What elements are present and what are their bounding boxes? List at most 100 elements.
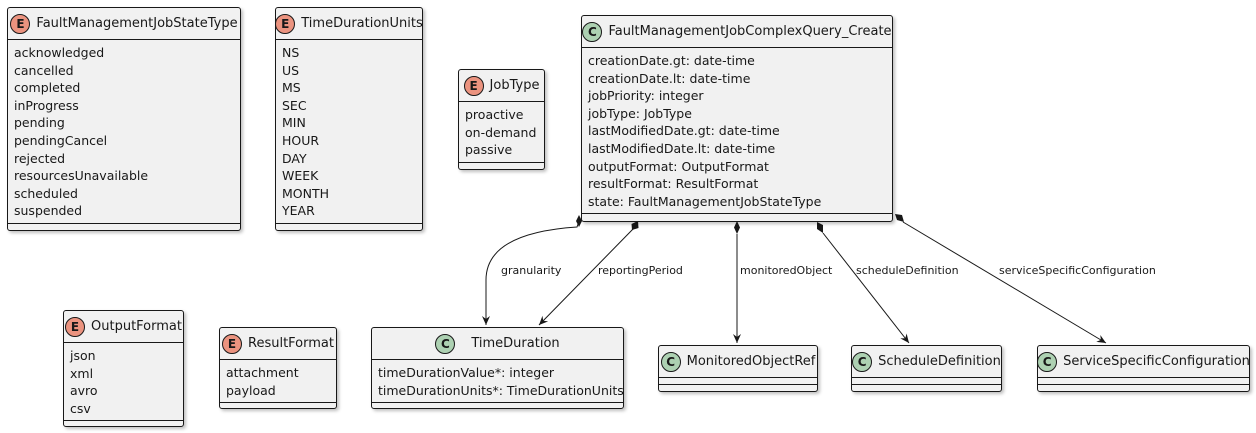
class-attribute: creationDate.gt: date-time bbox=[588, 53, 755, 68]
composition-diamond-icon bbox=[734, 221, 740, 234]
composition-diamond-icon bbox=[895, 214, 904, 222]
class-title: ScheduleDefinition bbox=[878, 354, 1001, 369]
class-attribute: outputFormat: OutputFormat bbox=[588, 158, 769, 174]
enum-value: WEEK bbox=[282, 168, 319, 184]
edge-label-reporting-period: reportingPeriod bbox=[598, 264, 683, 277]
enum-values: json xml avro csv bbox=[64, 343, 183, 422]
enum-header: E OutputFormat bbox=[64, 311, 183, 343]
class-attributes: creationDate.gt: date-time creationDate.… bbox=[582, 48, 892, 215]
enum-header: E TimeDurationUnits bbox=[275, 8, 423, 40]
enum-value: payload bbox=[226, 382, 276, 398]
class-attributes bbox=[852, 378, 1001, 385]
enum-badge-icon: E bbox=[10, 13, 31, 34]
class-fault-management-job-complex-query-create: C FaultManagementJobComplexQuery_Create … bbox=[581, 15, 893, 222]
enum-footer bbox=[8, 224, 240, 231]
class-monitored-object-ref: C MonitoredObjectRef bbox=[658, 345, 818, 392]
composition-diamond-icon bbox=[631, 221, 639, 230]
enum-value: pending bbox=[14, 115, 65, 131]
class-attribute: lastModifiedDate.lt: date-time bbox=[588, 140, 776, 156]
edge-granularity: granularity bbox=[482, 215, 582, 325]
enum-badge-icon: E bbox=[222, 333, 242, 354]
enum-footer bbox=[459, 163, 544, 170]
class-header: C MonitoredObjectRef bbox=[659, 346, 817, 378]
class-badge-icon: C bbox=[852, 351, 873, 372]
enum-value: avro bbox=[70, 383, 98, 399]
enum-values: NS US MS SEC MIN HOUR DAY WEEK MONTH YEA… bbox=[276, 40, 422, 224]
enum-value: scheduled bbox=[14, 185, 78, 201]
enum-footer bbox=[220, 403, 336, 410]
edge-label-granularity: granularity bbox=[501, 264, 562, 277]
enum-value: pendingCancel bbox=[14, 132, 108, 148]
class-title: ServiceSpecificConfiguration bbox=[1063, 354, 1250, 369]
enum-header: E FaultManagementJobStateType bbox=[8, 8, 240, 40]
class-footer bbox=[372, 403, 623, 410]
enum-value: csv bbox=[70, 400, 91, 416]
enum-badge-icon: E bbox=[65, 316, 86, 337]
composition-diamond-icon bbox=[817, 222, 823, 233]
class-attribute: lastModifiedDate.gt: date-time bbox=[588, 123, 780, 139]
edge-label-monitored-object: monitoredObject bbox=[740, 264, 833, 277]
class-footer bbox=[582, 214, 892, 221]
enum-header: E JobType bbox=[459, 70, 544, 102]
enum-result-format: E ResultFormat attachment payload bbox=[219, 327, 337, 409]
enum-output-format: E OutputFormat json xml avro csv bbox=[63, 310, 184, 427]
enum-title: FaultManagementJobStateType bbox=[36, 16, 238, 31]
edge-monitored-object: monitoredObject bbox=[733, 221, 833, 343]
enum-value: attachment bbox=[226, 365, 299, 380]
enum-value: SEC bbox=[282, 97, 307, 113]
enum-value: passive bbox=[465, 142, 513, 158]
enum-badge-icon: E bbox=[275, 13, 296, 34]
class-schedule-definition: C ScheduleDefinition bbox=[851, 345, 1002, 392]
class-footer bbox=[659, 385, 817, 391]
class-attribute: creationDate.lt: date-time bbox=[588, 70, 751, 86]
enum-value: proactive bbox=[465, 107, 524, 122]
class-header: C TimeDuration bbox=[372, 328, 623, 360]
enum-values: proactive on-demand passive bbox=[459, 102, 544, 163]
enum-value: NS bbox=[282, 45, 300, 60]
class-attribute: jobPriority: integer bbox=[588, 88, 704, 104]
enum-value: json bbox=[70, 348, 96, 363]
enum-value: MS bbox=[282, 80, 301, 96]
class-attribute: timeDurationUnits*: TimeDurationUnits bbox=[378, 382, 624, 398]
class-footer bbox=[1038, 385, 1249, 391]
enum-fault-management-job-state-type: E FaultManagementJobStateType acknowledg… bbox=[7, 7, 241, 231]
class-attributes bbox=[1038, 378, 1249, 385]
class-service-specific-configuration: C ServiceSpecificConfiguration bbox=[1037, 345, 1250, 392]
enum-values: acknowledged cancelled completed inProgr… bbox=[8, 40, 240, 224]
class-header: C FaultManagementJobComplexQuery_Create bbox=[582, 16, 892, 48]
enum-title: TimeDurationUnits bbox=[301, 16, 423, 31]
enum-value: acknowledged bbox=[14, 45, 105, 60]
enum-value: resourcesUnavailable bbox=[14, 168, 149, 184]
enum-value: MIN bbox=[282, 115, 306, 131]
enum-values: attachment payload bbox=[220, 360, 336, 404]
class-attribute: state: FaultManagementJobStateType bbox=[588, 193, 822, 209]
enum-badge-icon: E bbox=[463, 75, 484, 96]
enum-time-duration-units: E TimeDurationUnits NS US MS SEC MIN HOU… bbox=[275, 7, 423, 231]
composition-diamond-icon bbox=[576, 215, 582, 227]
edge-schedule-definition: scheduleDefinition bbox=[817, 222, 959, 344]
class-attribute: jobType: JobType bbox=[588, 105, 692, 121]
enum-job-type: E JobType proactive on-demand passive bbox=[458, 69, 545, 170]
enum-value: cancelled bbox=[14, 62, 74, 78]
enum-title: JobType bbox=[489, 78, 540, 93]
enum-value: DAY bbox=[282, 150, 307, 166]
class-badge-icon: C bbox=[660, 351, 681, 372]
enum-value: suspended bbox=[14, 203, 83, 219]
edge-reporting-period: reportingPeriod bbox=[538, 221, 683, 326]
edge-service-specific-configuration: serviceSpecificConfiguration bbox=[895, 214, 1156, 344]
enum-value: MONTH bbox=[282, 185, 330, 201]
class-attributes: timeDurationValue*: integer timeDuration… bbox=[372, 360, 624, 404]
enum-value: on-demand bbox=[465, 124, 537, 140]
class-header: C ScheduleDefinition bbox=[852, 346, 1001, 378]
enum-value: US bbox=[282, 62, 300, 78]
enum-value: YEAR bbox=[282, 203, 315, 219]
enum-value: completed bbox=[14, 80, 81, 96]
enum-header: E ResultFormat bbox=[220, 328, 336, 360]
enum-title: ResultFormat bbox=[248, 336, 334, 351]
class-attributes bbox=[659, 378, 817, 385]
class-time-duration: C TimeDuration timeDurationValue*: integ… bbox=[371, 327, 624, 409]
enum-title: OutputFormat bbox=[91, 319, 182, 334]
enum-value: xml bbox=[70, 365, 94, 381]
enum-footer bbox=[276, 224, 422, 231]
